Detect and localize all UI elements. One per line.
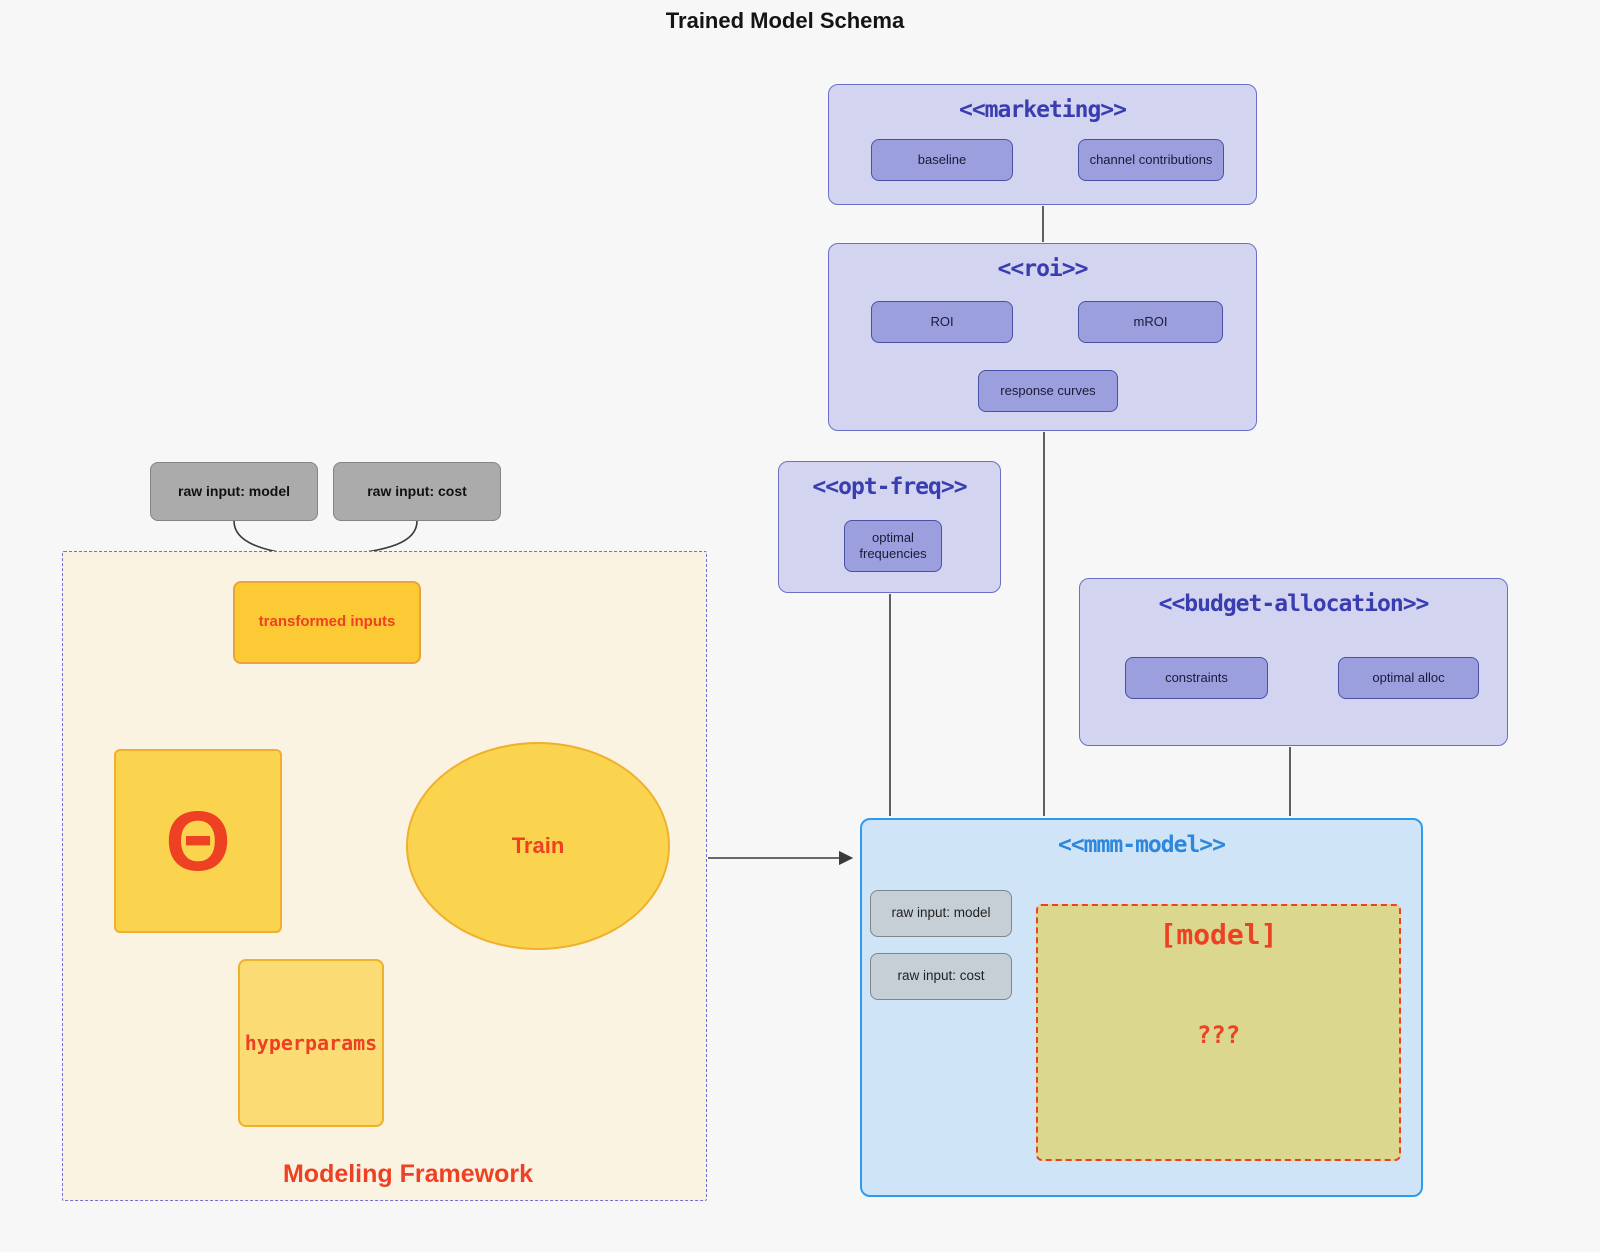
node-baseline: baseline (865, 133, 1013, 181)
node-baseline-label: baseline (917, 151, 967, 167)
group-budget-allocation-title: <<budget-allocation>> (1158, 591, 1430, 617)
group-budget-allocation: <<budget-allocation>> constraints optima… (1079, 578, 1508, 746)
node-mmm-raw-input-cost: raw input: cost (864, 947, 1012, 1000)
node-raw-input-model: raw input: model (144, 456, 318, 521)
group-marketing: <<marketing>> baseline channel contribut… (828, 84, 1257, 205)
node-mmm-raw-input-cost-label: raw input: cost (897, 968, 985, 984)
node-raw-input-model-label: raw input: model (178, 482, 290, 499)
group-roi-title: <<roi>> (997, 256, 1089, 282)
group-opt-freq: <<opt-freq>> optimal frequencies (778, 461, 1001, 593)
model-placeholder-box: [model] ??? (1036, 904, 1401, 1161)
node-theta: Θ (109, 744, 282, 933)
node-optimal-frequencies-label: optimal frequencies (859, 529, 927, 561)
node-constraints-label: constraints (1165, 669, 1228, 685)
node-roi: ROI (865, 295, 1013, 343)
model-box-label: [model] (1159, 918, 1278, 951)
node-optimal-alloc: optimal alloc (1332, 651, 1479, 699)
node-mroi: mROI (1072, 295, 1223, 343)
node-hyperparams: hyperparams (233, 954, 384, 1127)
node-mroi-label: mROI (1133, 313, 1168, 329)
page-title: Trained Model Schema (665, 8, 905, 33)
node-raw-input-cost-label: raw input: cost (367, 482, 467, 499)
node-optimal-frequencies: optimal frequencies (838, 514, 942, 572)
node-theta-label: Θ (165, 794, 231, 888)
group-mmm-model-title: <<mmm-model>> (1057, 832, 1226, 858)
node-mmm-raw-input-model-label: raw input: model (891, 905, 991, 921)
modeling-framework-label: Modeling Framework (282, 1160, 534, 1188)
node-train-label: Train (511, 833, 565, 858)
group-opt-freq-title: <<opt-freq>> (812, 474, 967, 500)
node-raw-input-cost: raw input: cost (327, 456, 501, 521)
node-response-curves-label: response curves (1000, 382, 1096, 398)
node-hyperparams-label: hyperparams (244, 1030, 378, 1055)
group-modeling-framework: transformed inputs Θ Train hyperparams M… (62, 551, 707, 1201)
group-marketing-title: <<marketing>> (958, 97, 1127, 123)
group-mmm-model: <<mmm-model>> raw input: model raw input… (860, 818, 1423, 1197)
node-optimal-alloc-label: optimal alloc (1372, 669, 1445, 685)
group-roi: <<roi>> ROI mROI response curves (828, 243, 1257, 431)
node-constraints: constraints (1119, 651, 1268, 699)
model-box-placeholder: ??? (1196, 1021, 1241, 1049)
node-transformed-inputs: transformed inputs (228, 576, 421, 664)
node-mmm-raw-input-model: raw input: model (864, 884, 1012, 937)
node-response-curves: response curves (972, 364, 1118, 412)
node-channel-contributions: channel contributions (1072, 133, 1224, 181)
node-transformed-inputs-label: transformed inputs (258, 613, 396, 631)
node-roi-label: ROI (930, 313, 954, 329)
node-train: Train (406, 742, 670, 950)
node-channel-contributions-label: channel contributions (1089, 151, 1213, 167)
